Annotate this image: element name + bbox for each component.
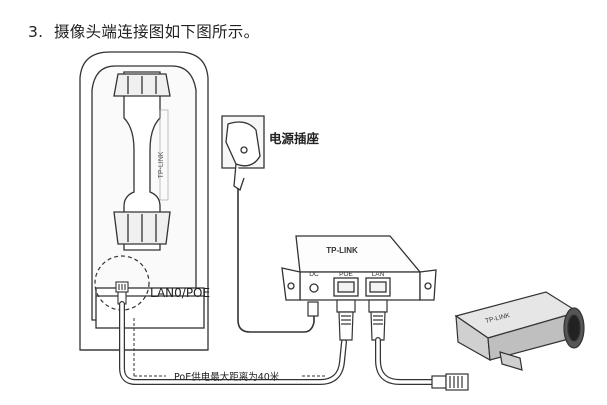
cpe-brand-text: TP-LINK (158, 151, 165, 178)
cpe-port-connector (115, 281, 129, 305)
rj45-end-connector (431, 373, 469, 391)
step-title: 3. 摄像头端连接图如下图所示。 (28, 20, 259, 42)
distance-indicator (133, 318, 326, 377)
dc-power-cable (237, 188, 315, 333)
dc-plug (307, 301, 319, 317)
outdoor-cpe-device (79, 51, 209, 351)
port-poe-label: POE (339, 271, 353, 278)
bullet-camera (454, 291, 585, 371)
step-number: 3. (28, 23, 44, 41)
poe-plug (336, 299, 356, 341)
lan-cable (375, 337, 435, 385)
lan-plug (368, 299, 388, 341)
port-dc-label: DC (309, 271, 319, 278)
poe-distance-label: PoE供电最大距离为40米 (174, 372, 280, 383)
port-lan-label: LAN (372, 271, 385, 278)
port-label: LAN0/POE (150, 286, 211, 300)
poe-injector (281, 235, 437, 301)
injector-brand: TP-LINK (326, 246, 358, 255)
step-text: 摄像头端连接图如下图所示。 (54, 23, 260, 41)
power-socket-label: 电源插座 (269, 131, 320, 146)
power-adapter (225, 121, 261, 192)
